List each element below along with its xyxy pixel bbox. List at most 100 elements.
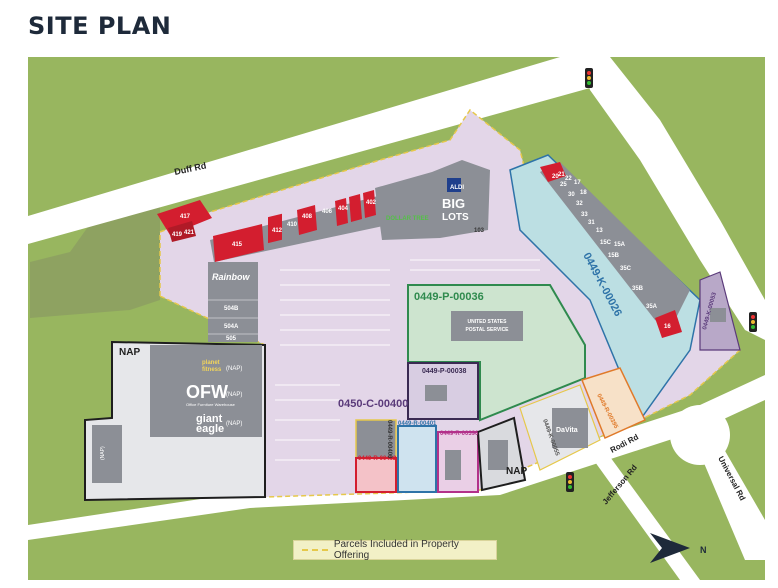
north-label: N <box>700 545 707 555</box>
nap-east-building <box>488 440 508 470</box>
tenant-aldi: ALDI <box>450 185 464 191</box>
east-outparcel-bldg <box>710 308 726 322</box>
unit-404 <box>335 198 348 226</box>
unit-label: 31 <box>588 220 595 226</box>
dashed-line-swatch <box>302 549 328 551</box>
tenant-planet-2: fitness <box>202 367 222 373</box>
unit-label: 103 <box>474 228 485 234</box>
tenant-planet-1: planet <box>202 360 220 366</box>
parcel-label-r402: 0449-R-00402 <box>358 456 397 462</box>
north-arrow-icon <box>650 533 690 563</box>
traffic-signal-icon <box>749 312 757 332</box>
parcel-label-r396: 0449-R-00396 <box>440 431 479 437</box>
tenant-nap-small: (NAP) <box>100 446 106 460</box>
tenant-planet-nap: (NAP) <box>226 366 242 372</box>
unit-label: 16 <box>664 324 671 330</box>
parcel-r395 <box>581 367 647 440</box>
ofw-giant-eagle-building <box>150 345 262 437</box>
page-title: SITE PLAN <box>28 12 172 40</box>
east-strip-building <box>540 162 690 330</box>
unit-label: 21 <box>558 172 565 178</box>
unit-label: 35B <box>632 286 644 292</box>
parcel-r401 <box>397 425 437 493</box>
unit-label: 402 <box>366 200 377 206</box>
unit-label: 505 <box>226 336 237 342</box>
tenant-usps-2: POSTAL SERVICE <box>465 327 509 333</box>
traffic-signal-icon <box>585 68 593 88</box>
unit-label: 35C <box>620 266 632 272</box>
p38-building <box>425 385 447 401</box>
unit-east-red <box>540 162 566 182</box>
traffic-signal-icon <box>566 472 574 492</box>
unit-label: 15A <box>614 242 626 248</box>
parcel-label-r401: 0449-R-00401 <box>398 421 437 427</box>
unit-label: 419 <box>172 232 183 238</box>
parcel-r402 <box>355 457 397 493</box>
map-legend: Parcels Included in Property Offering <box>293 539 497 561</box>
unit-label: 404 <box>338 206 349 212</box>
unit-label: 415 <box>232 242 243 248</box>
unit-419-421 <box>168 221 196 242</box>
unit-label: 412 <box>272 228 283 234</box>
parcel-r396 <box>437 431 479 493</box>
unit-label: 406 <box>322 209 333 215</box>
tenant-usps-1: UNITED STATES <box>468 319 508 325</box>
unit-label: 421 <box>184 230 195 236</box>
unit-label: 30 <box>568 192 575 198</box>
unit-417 <box>157 200 212 235</box>
unit-label: 25 <box>560 182 567 188</box>
nap-label-west: NAP <box>119 347 140 358</box>
unit-412 <box>268 213 282 244</box>
unit-402a <box>349 194 362 222</box>
unit-label: 417 <box>180 214 191 220</box>
nap-small-building <box>92 425 122 483</box>
unit-label: 18 <box>580 190 587 196</box>
unit-label: 33 <box>581 212 588 218</box>
duff-road <box>28 57 590 244</box>
unit-label: 408 <box>302 214 313 220</box>
davita-building <box>552 408 588 448</box>
tenant-biglots-1: BIG <box>442 196 465 211</box>
tenant-rainbow: Rainbow <box>212 272 250 282</box>
unit-408 <box>297 205 317 235</box>
parcel-r400 <box>355 419 397 459</box>
unit-label: 13 <box>596 228 603 234</box>
intersection <box>670 405 730 465</box>
tenant-giant-1: giant <box>196 413 223 425</box>
parcel-label-p38: 0449-P-00038 <box>422 368 466 375</box>
unit-label: 15B <box>608 253 620 259</box>
nap-label-east: NAP <box>506 466 527 477</box>
unit-label: 410 <box>287 222 298 228</box>
aldi-logo <box>447 178 461 192</box>
unit-label: 15C <box>600 240 612 246</box>
east-road <box>580 57 765 340</box>
unit-label: 504A <box>224 324 239 330</box>
anchor-building <box>375 160 490 240</box>
tenant-giant-nap: (NAP) <box>226 421 242 427</box>
tenant-ofw: OFW <box>186 382 228 402</box>
unit-label: 504B <box>224 306 239 312</box>
unit-label: 35A <box>646 304 658 310</box>
unit-415 <box>213 224 264 262</box>
parcel-label-r400: 0449-R-00400 <box>386 420 392 459</box>
parcel-label-c400: 0450-C-00400 <box>338 398 408 410</box>
unit-label: 17 <box>574 180 581 186</box>
unit-label: 20 <box>552 174 559 180</box>
wooded-area <box>30 195 160 318</box>
unit-16 <box>655 310 682 338</box>
r396-building <box>445 450 461 480</box>
legend-text: Parcels Included in Property Offering <box>333 539 459 561</box>
unit-label: 22 <box>565 176 572 182</box>
unit-402 <box>363 190 376 218</box>
usps-building <box>451 311 523 341</box>
tenant-dollartree: DOLLAR TREE <box>386 216 429 222</box>
parcel-label-p36: 0449-P-00036 <box>414 291 484 303</box>
tenant-ofw-nap: (NAP) <box>226 392 242 398</box>
tenant-biglots-2: LOTS <box>442 212 469 223</box>
rainbow-building <box>208 262 258 342</box>
tenant-giant-2: eagle <box>196 423 224 435</box>
tenant-ofw-sub: Office Furniture Warehouse <box>186 402 236 407</box>
tenant-davita: DaVita <box>556 427 578 434</box>
unit-label: 32 <box>576 201 583 207</box>
